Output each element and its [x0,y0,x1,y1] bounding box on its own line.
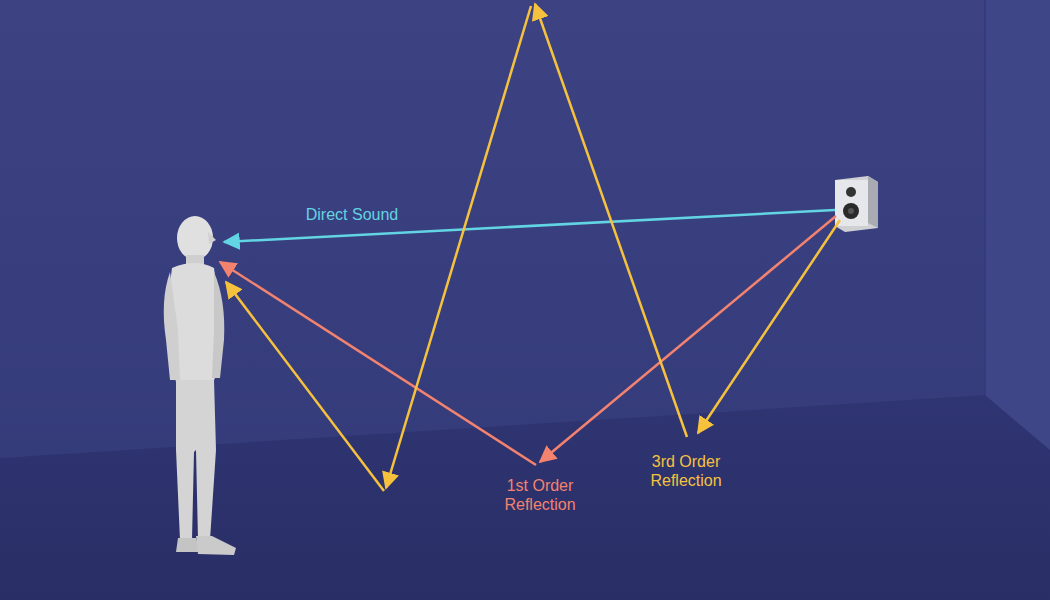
third-order-label: 3rd Order Reflection [636,452,736,490]
floor [0,395,1050,600]
third-order-ray [698,220,840,433]
listener-figure [164,216,236,555]
first-order-ray [220,262,536,465]
third-order-ray [226,282,384,491]
first-order-label: 1st Order Reflection [490,476,590,514]
third-order-ray [386,6,531,488]
direct-sound-label: Direct Sound [272,205,432,224]
wall-corner [984,0,986,395]
third-order-ray [535,4,687,437]
speaker [835,176,878,232]
first-order-ray [540,216,836,462]
